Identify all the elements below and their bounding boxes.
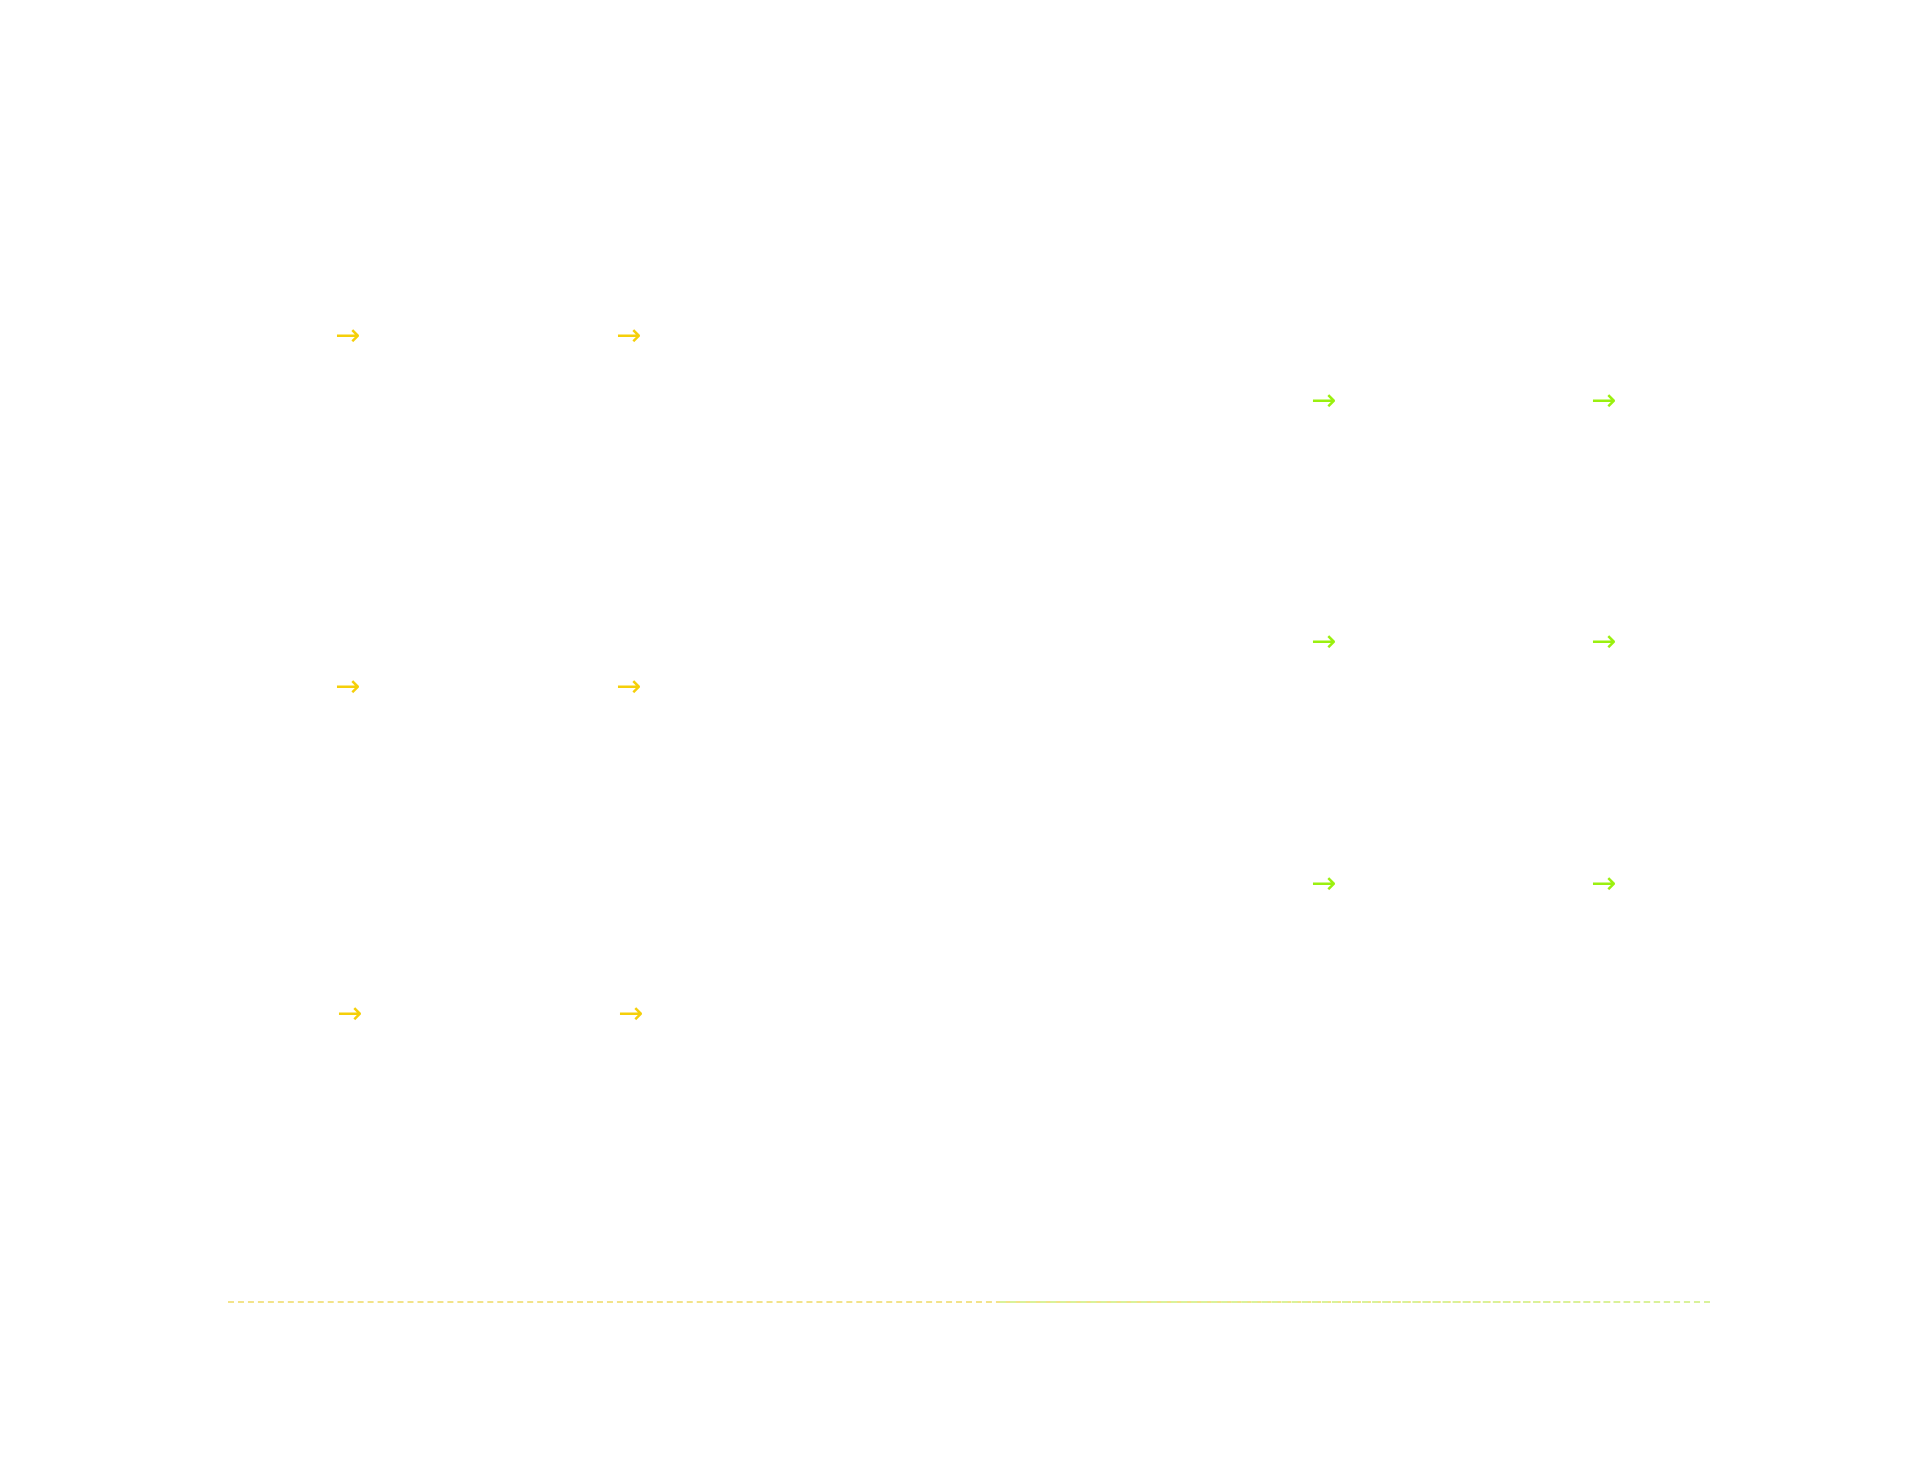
right-arrow-icon: → [1591, 624, 1617, 659]
right-arrow-icon: → [1311, 866, 1337, 901]
dashed-divider-right [1000, 1301, 1710, 1303]
right-arrow-icon: → [1311, 383, 1337, 418]
right-arrow-icon: → [1591, 383, 1617, 418]
right-arrow-icon: → [337, 996, 363, 1031]
right-arrow-icon: → [335, 318, 361, 353]
dashed-divider [228, 1301, 1710, 1303]
right-arrow-icon: → [335, 669, 361, 704]
right-arrow-icon: → [618, 996, 644, 1031]
right-arrow-icon: → [1311, 624, 1337, 659]
right-arrow-icon: → [1591, 866, 1617, 901]
right-arrow-icon: → [616, 318, 642, 353]
right-arrow-icon: → [616, 669, 642, 704]
